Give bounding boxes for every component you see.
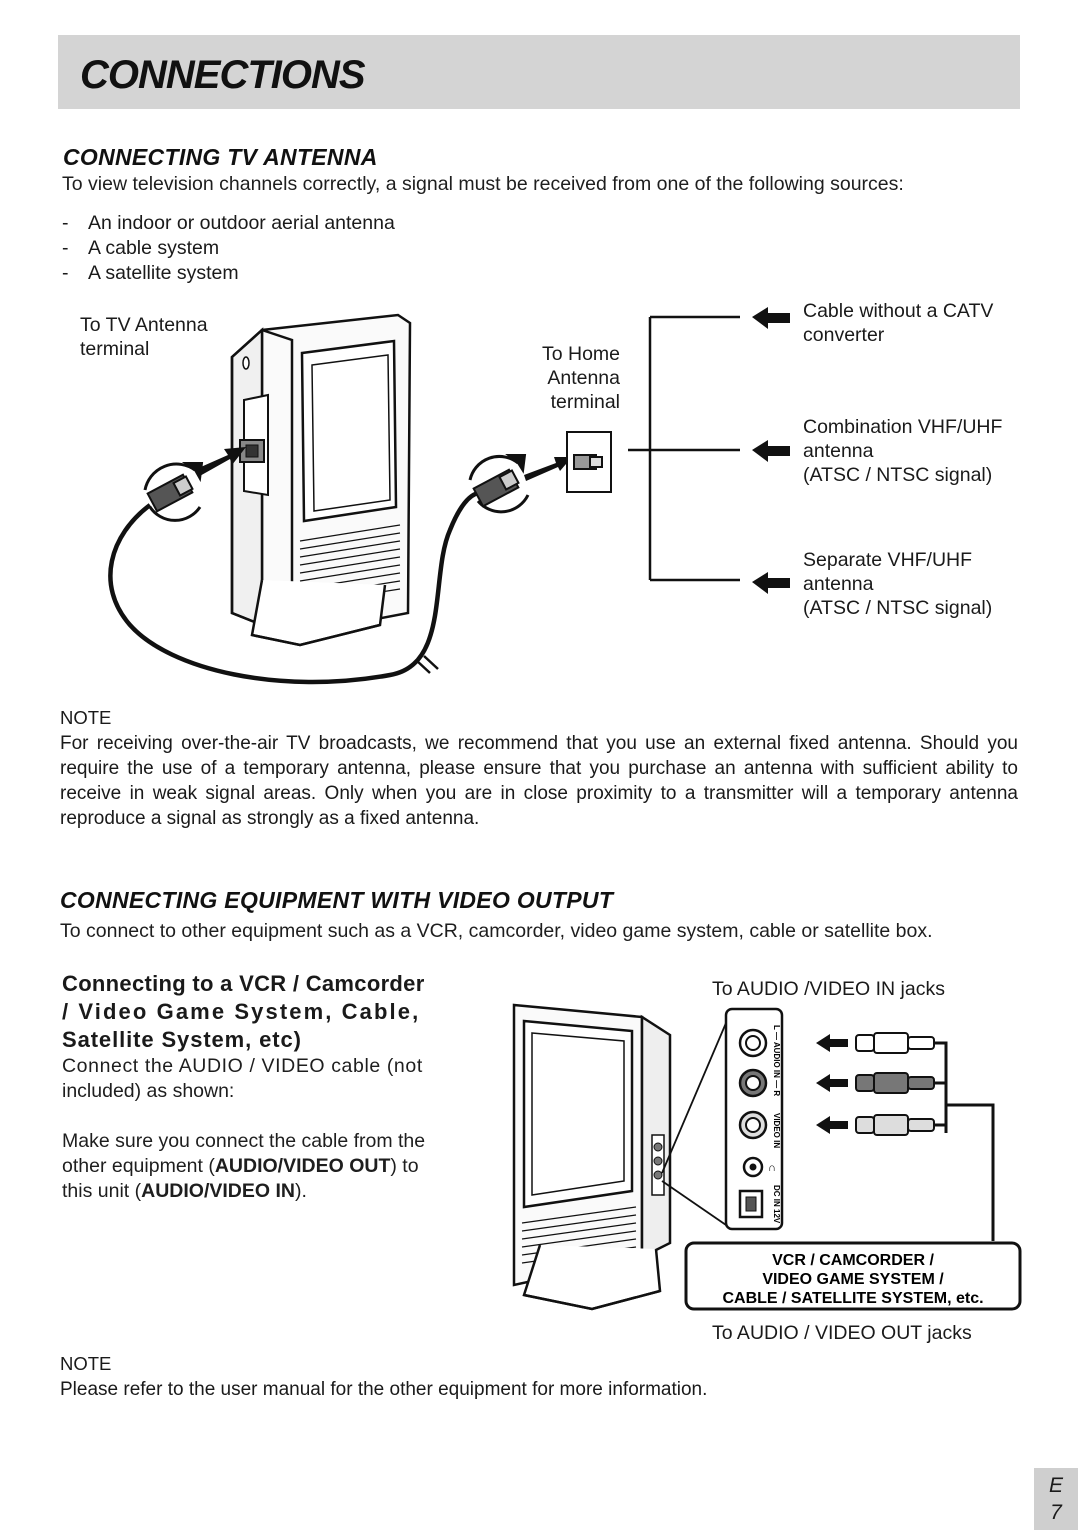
- equipment-box-line: VCR / CAMCORDER /: [772, 1252, 934, 1269]
- source-option-separate-antenna: Separate VHF/UHF antenna (ATSC / NTSC si…: [803, 549, 993, 619]
- signal-source-list: -An indoor or outdoor aerial antenna -A …: [62, 211, 395, 286]
- section-antenna-title: CONNECTING TV ANTENNA: [63, 144, 378, 170]
- note-label: NOTE: [60, 707, 112, 728]
- page-number-tab: E 7: [1034, 1468, 1078, 1530]
- equipment-box-line: VIDEO GAME SYSTEM /: [762, 1271, 944, 1288]
- right-coax-plug: [468, 454, 530, 514]
- source-option-combination-antenna: Combination VHF/UHF antenna (ATSC / NTSC…: [803, 416, 1003, 486]
- source-option-cable: Cable without a CATV converter: [803, 300, 994, 346]
- section-video-output-title: CONNECTING EQUIPMENT WITH VIDEO OUTPUT: [60, 887, 614, 913]
- headphone-icon: ∩: [768, 1162, 776, 1174]
- list-item: -A cable system: [62, 237, 220, 259]
- page-title: CONNECTIONS: [80, 53, 366, 97]
- equipment-box-line: CABLE / SATELLITE SYSTEM, etc.: [722, 1290, 983, 1307]
- instruction-text: Make sure you connect the cable from the: [62, 1130, 426, 1152]
- jack-label-dc-in: DC IN 12V: [772, 1185, 781, 1224]
- tv-set-illustration: [512, 1003, 672, 1311]
- note-equipment: Please refer to the user manual for the …: [60, 1379, 708, 1400]
- page-number: 7: [1050, 1501, 1062, 1524]
- connection-arrows: [816, 1034, 848, 1134]
- note-label: NOTE: [60, 1353, 112, 1374]
- source-arrows: [752, 307, 790, 594]
- av-out-jacks-label: To AUDIO / VIDEO OUT jacks: [712, 1322, 972, 1344]
- av-in-jacks-label: To AUDIO /VIDEO IN jacks: [712, 978, 945, 1000]
- instruction-text: this unit (AUDIO/VIDEO IN).: [62, 1180, 307, 1202]
- coax-cable: [108, 490, 479, 685]
- instruction-text: other equipment (AUDIO/VIDEO OUT) to: [62, 1155, 419, 1177]
- vcr-subheading-line: Satellite System, etc): [62, 1027, 302, 1052]
- vcr-subheading-line: / Video Game System, Cable,: [62, 999, 421, 1024]
- section-video-output-intro: To connect to other equipment such as a …: [60, 920, 933, 942]
- av-cable: [934, 1041, 995, 1241]
- vcr-instructions: Connecting to a VCR / Camcorder / Video …: [62, 970, 462, 1204]
- instruction-text: Connect the AUDIO / VIDEO cable (not: [62, 1055, 423, 1077]
- section-antenna-intro: To view television channels correctly, a…: [62, 173, 904, 195]
- header-banner: CONNECTIONS: [58, 35, 1020, 109]
- tv-terminal-label: To TV Antenna terminal: [80, 314, 208, 360]
- home-terminal-label: To Home Antenna terminal: [541, 343, 620, 413]
- av-connection-diagram: L — AUDIO IN — R VIDEO IN DC IN 12V ∩ VC…: [512, 1003, 1022, 1311]
- list-item: -A satellite system: [62, 262, 239, 284]
- list-item: -An indoor or outdoor aerial antenna: [62, 212, 395, 234]
- wall-antenna-terminal: [566, 431, 612, 493]
- language-code: E: [1048, 1474, 1063, 1497]
- antenna-connection-diagram: [108, 307, 790, 685]
- av-jack-panel: [724, 1007, 784, 1231]
- rca-plugs: [855, 1032, 935, 1136]
- left-coax-plug: [143, 462, 204, 522]
- note-antenna: For receiving over-the-air TV broadcasts…: [60, 733, 1018, 829]
- instruction-text: included) as shown:: [62, 1080, 235, 1102]
- plug-arrow-tv: [194, 447, 246, 477]
- tv-set-illustration: [230, 313, 412, 647]
- external-equipment-box: [684, 1241, 1022, 1311]
- source-bracket: [628, 315, 740, 582]
- jack-label-audio-in: L — AUDIO IN — R: [772, 1025, 781, 1096]
- plug-arrow-wall: [524, 457, 572, 481]
- vcr-subheading-line: Connecting to a VCR / Camcorder: [62, 971, 425, 996]
- jack-label-video-in: VIDEO IN: [772, 1113, 781, 1148]
